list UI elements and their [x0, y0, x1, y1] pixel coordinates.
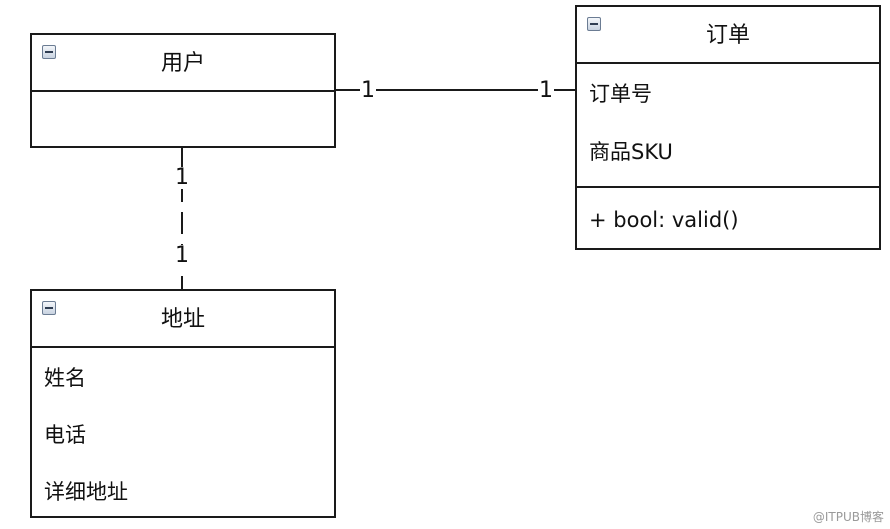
class-address-header[interactable]: 地址	[32, 291, 334, 348]
class-address[interactable]: 地址 姓名 电话 详细地址	[30, 289, 336, 518]
class-user[interactable]: 用户	[30, 33, 336, 148]
collapse-toggle-icon[interactable]	[587, 17, 601, 31]
attribute-product-sku: 商品SKU	[589, 140, 673, 164]
multiplicity-user-order-order-end: 1	[538, 78, 554, 103]
attribute-name: 姓名	[44, 366, 86, 390]
class-user-attributes	[32, 92, 334, 146]
class-order-operations: + bool: valid()	[577, 186, 879, 248]
class-user-header[interactable]: 用户	[32, 35, 334, 92]
attribute-phone: 电话	[44, 423, 86, 447]
class-order-name: 订单	[705, 23, 750, 48]
collapse-toggle-icon[interactable]	[42, 301, 56, 315]
operation-valid: + bool: valid()	[589, 208, 739, 232]
watermark: @ITPUB博客	[812, 510, 884, 524]
class-address-attributes: 姓名 电话 详细地址	[32, 348, 334, 516]
class-address-name: 地址	[160, 307, 205, 332]
multiplicity-user-address-address-end: 1	[174, 243, 190, 268]
multiplicity-user-address-user-end: 1	[174, 165, 190, 190]
class-order-attributes: 订单号 商品SKU	[577, 64, 879, 186]
multiplicity-user-order-user-end: 1	[360, 78, 376, 103]
class-order-header[interactable]: 订单	[577, 7, 879, 64]
collapse-toggle-icon[interactable]	[42, 45, 56, 59]
class-user-name: 用户	[160, 51, 205, 76]
attribute-order-number: 订单号	[589, 82, 652, 106]
attribute-detail-address: 详细地址	[44, 480, 128, 504]
class-order[interactable]: 订单 订单号 商品SKU + bool: valid()	[575, 5, 881, 250]
